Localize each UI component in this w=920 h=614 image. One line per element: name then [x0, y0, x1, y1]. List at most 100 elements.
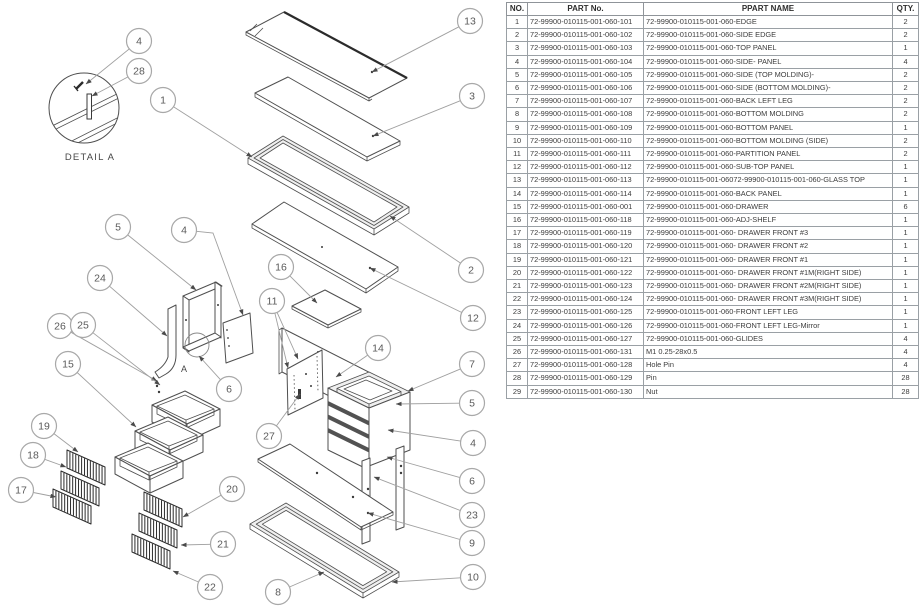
no-cell: 19: [506, 252, 528, 267]
side-frame-assembly: A: [154, 281, 254, 394]
part-name-cell: 72-99900-010115-001-060-BACK PANEL: [643, 186, 893, 201]
part-no-cell: 72-99900-010115-001-060-119: [527, 226, 644, 241]
part-name-cell: 72-99900-010115-001-060-BOTTOM PANEL: [643, 120, 893, 135]
svg-text:11: 11: [267, 296, 278, 308]
qty-cell: 4: [892, 331, 919, 347]
detail-a-label: DETAIL A: [65, 152, 115, 163]
no-cell: 11: [506, 147, 528, 162]
leader-line: [386, 456, 461, 479]
balloon-19: 19: [30, 412, 58, 440]
qty-cell: 1: [892, 213, 919, 228]
balloon-7: 7: [458, 350, 486, 378]
no-cell: 22: [506, 292, 528, 307]
no-cell: 26: [506, 345, 528, 360]
leader-line: [91, 76, 129, 97]
no-cell: 20: [506, 265, 528, 281]
top-panel: [254, 76, 401, 162]
qty-cell: 1: [892, 305, 919, 320]
svg-text:5: 5: [115, 222, 121, 234]
balloon-27: 27: [255, 422, 283, 450]
part-name-cell: 72-99900-010115-001-060-BACK LEFT LEG: [643, 94, 893, 109]
balloon-10: 10: [459, 563, 487, 591]
part-name-cell: 72-99900-010115-001-060-SIDE (TOP MOLDIN…: [643, 67, 893, 83]
part-name-cell: 72-99900-010115-001-060- DRAWER FRONT #2: [643, 239, 893, 254]
qty-cell: 1: [892, 265, 919, 281]
no-cell: 3: [506, 41, 528, 56]
no-cell: 18: [506, 239, 528, 254]
part-name-cell: 72-99900-010115-001-060- DRAWER FRONT #3…: [643, 292, 893, 307]
part-name-cell: 72-99900-010115-001-060-PARTITION PANEL: [643, 147, 893, 162]
exploded-view-diagram: A: [7, 7, 487, 606]
slatted-drawer-front-3: [52, 488, 92, 525]
leader-line: [109, 285, 168, 337]
leader-line: [372, 100, 461, 137]
part-name-cell: Pin: [643, 371, 893, 386]
slatted-drawer-front-1m: [143, 491, 183, 528]
no-cell: 27: [506, 358, 528, 373]
svg-text:4: 4: [470, 438, 476, 450]
no-cell: 8: [506, 107, 528, 122]
no-cell: 7: [506, 94, 528, 109]
no-cell: 21: [506, 279, 528, 294]
qty-cell: 2: [892, 133, 919, 149]
part-name-cell: 72-99900-010115-001-060-BOTTOM MOLDING: [643, 107, 893, 122]
balloon-6: 6: [215, 375, 243, 403]
svg-text:28: 28: [133, 66, 145, 78]
no-cell: 24: [506, 318, 528, 333]
part-no-cell: 72-99900-010115-001-060-128: [527, 358, 644, 373]
svg-text:25: 25: [77, 320, 89, 332]
balloon-11: 11: [258, 287, 286, 315]
no-cell: 15: [506, 199, 528, 215]
qty-cell: 2: [892, 147, 919, 162]
glass-top-panel: [245, 11, 408, 102]
leader-line: [367, 512, 461, 540]
part-name-cell: 72-99900-010115-001-060-SIDE- PANEL: [643, 54, 893, 69]
slatted-drawer-front-1: [66, 449, 106, 486]
svg-text:21: 21: [217, 539, 229, 551]
part-name-cell: 72-99900-010115-001-06072-99900-010115-0…: [643, 173, 893, 188]
leader-line: [33, 492, 57, 499]
qty-cell: 1: [892, 292, 919, 307]
part-no-cell: 72-99900-010115-001-060-124: [527, 292, 644, 307]
svg-text:24: 24: [94, 273, 106, 285]
part-no-cell: 72-99900-010115-001-060-112: [527, 160, 644, 175]
no-cell: 1: [506, 14, 528, 30]
balloon-2: 2: [457, 256, 485, 284]
part-name-cell: 72-99900-010115-001-060- DRAWER FRONT #1: [643, 252, 893, 267]
leader-line: [172, 570, 199, 583]
adj-shelf: [291, 289, 362, 329]
leader-line: [92, 332, 161, 386]
part-no-cell: 72-99900-010115-001-060-130: [527, 384, 644, 399]
part-no-cell: 72-99900-010115-001-060-001: [527, 199, 644, 215]
balloon-5: 5: [458, 389, 486, 417]
leader-line: [182, 494, 222, 518]
part-no-cell: 72-99900-010115-001-060-131: [527, 345, 644, 360]
svg-text:1: 1: [160, 95, 166, 107]
no-cell: 28: [506, 371, 528, 386]
no-cell: 2: [506, 28, 528, 43]
leader-line: [44, 458, 67, 468]
balloon-4: 4: [459, 429, 487, 457]
part-no-cell: 72-99900-010115-001-060-101: [527, 14, 644, 30]
part-name-cell: Hole Pin: [643, 358, 893, 373]
svg-text:3: 3: [469, 91, 475, 103]
svg-text:6: 6: [469, 476, 475, 488]
svg-text:18: 18: [27, 450, 39, 462]
qty-cell: 1: [892, 41, 919, 56]
balloon-16: 16: [267, 253, 295, 281]
part-no-cell: 72-99900-010115-001-060-104: [527, 54, 644, 69]
no-cell: 13: [506, 173, 528, 188]
balloon-12: 12: [459, 304, 487, 332]
